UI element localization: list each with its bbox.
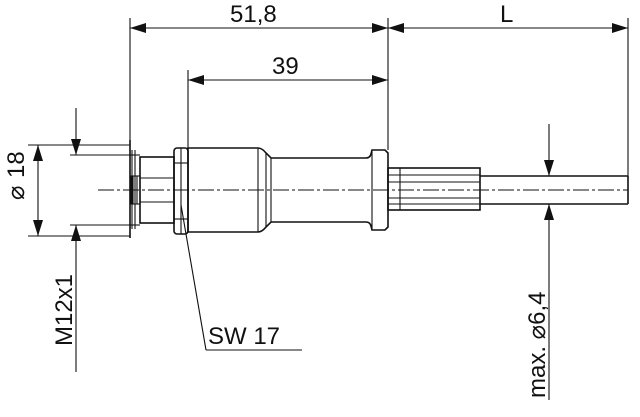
cable-gland [387, 167, 481, 211]
body-length-label: 39 [272, 53, 299, 80]
wrench-size-label: SW 17 [208, 323, 280, 350]
diameter-label: 18 [3, 151, 30, 178]
thread-section [129, 140, 140, 238]
wrench-size-leader: SW 17 [180, 204, 302, 351]
dimension-cable-length: L [388, 1, 628, 33]
diameter-symbol: ⌀ [3, 186, 30, 200]
dimension-thread: M12x1 [51, 108, 81, 372]
overall-length-label: 51,8 [230, 1, 277, 28]
cable-diameter-prefix: max. [524, 339, 551, 398]
cable-diameter-symbol: ⌀ [524, 325, 551, 339]
dimension-body-length: 39 [188, 53, 388, 85]
dimension-diameter: ⌀ 18 [3, 145, 43, 236]
thread-label: M12x1 [51, 274, 78, 346]
hex-nut [173, 147, 189, 235]
cable-diameter-value: 6,4 [524, 291, 551, 324]
cable-diameter-label: max. ⌀6,4 [524, 291, 551, 398]
dimension-overall-length: 51,8 [130, 1, 388, 33]
connector-body [187, 147, 389, 233]
cable-length-label: L [500, 1, 513, 28]
dimension-cable-diameter: max. ⌀6,4 [524, 124, 554, 400]
